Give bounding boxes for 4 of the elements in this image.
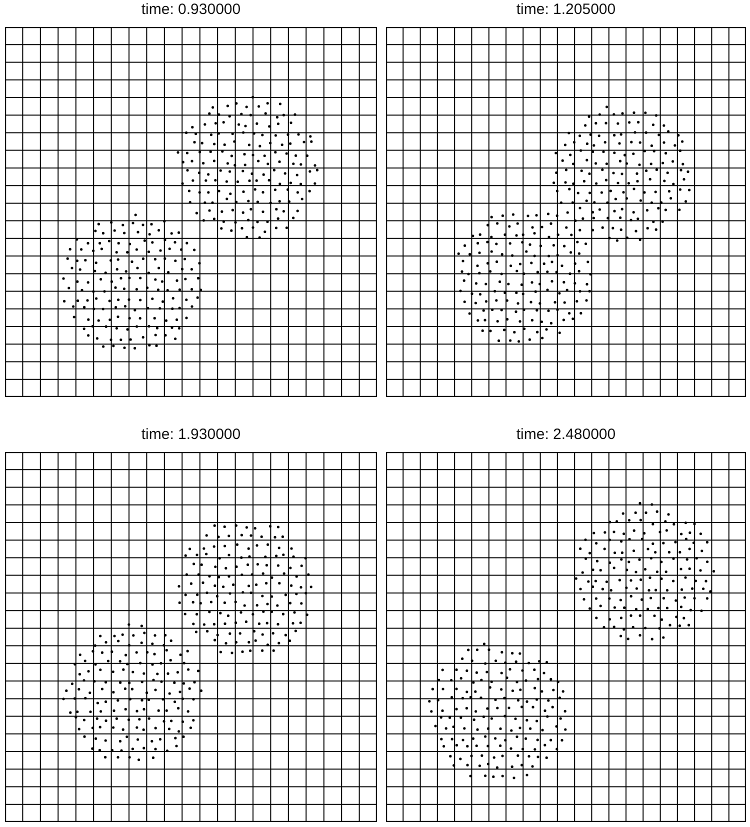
panel-title: time: 1.205000 [515, 1, 617, 18]
panel-title: time: 1.930000 [140, 426, 242, 443]
panel-title: time: 2.480000 [515, 426, 617, 443]
panel-title: time: 0.930000 [140, 1, 242, 18]
